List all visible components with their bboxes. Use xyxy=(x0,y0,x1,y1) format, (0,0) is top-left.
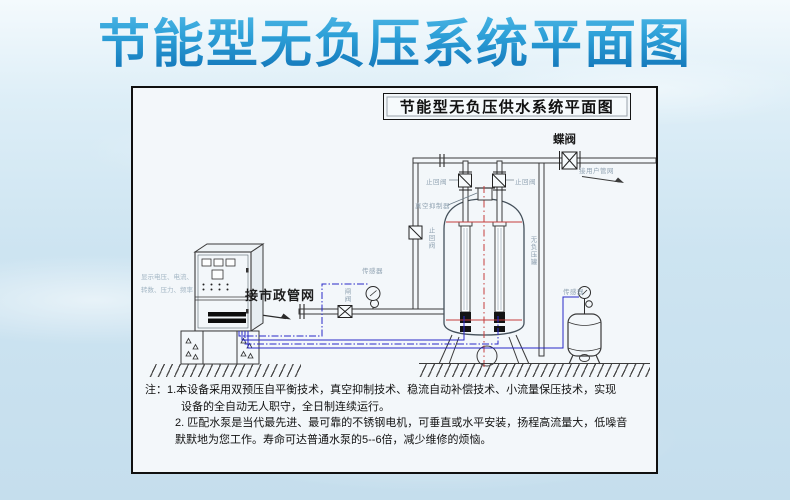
tank-skirt xyxy=(438,334,530,365)
pressure-tank-sensor-label: 传感器 xyxy=(563,289,584,296)
cabinet-vent-bar-2 xyxy=(208,318,246,323)
check-valve-right-label: 止回阀 xyxy=(515,179,536,186)
wire-inlet-gauge xyxy=(238,283,368,337)
diagram-panel: 节能型无负压供水系统平面图 蝶阀 接用户管网 止回阀 止回阀 止回阀 真空抑制器… xyxy=(131,86,658,474)
ground-hatch-right xyxy=(419,363,650,377)
note-line: 注：1.本设备采用双预压自平衡技术，真空抑制技术、稳流自动补偿技术、小流量保压技… xyxy=(145,384,617,396)
butterfly-valve-label: 蝶阀 xyxy=(553,134,576,146)
municipal-inlet-label: 接市政管网 xyxy=(245,288,316,303)
page-title: 节能型无负压系统平面图 xyxy=(98,2,692,77)
check-valve-left-icon xyxy=(458,171,472,191)
vacuum-suppressor-label: 真空抑制器 xyxy=(415,203,450,210)
check-valve-left-label: 止回阀 xyxy=(426,179,447,186)
notes-block: 注：1.本设备采用双预压自平衡技术，真空抑制技术、稳流自动补偿技术、小流量保压技… xyxy=(145,382,649,448)
wire-pump-1 xyxy=(241,316,465,341)
control-wiring xyxy=(238,283,579,349)
to-user-network-label: 接用户管网 xyxy=(579,168,614,175)
tank-nozzle xyxy=(475,187,495,201)
cabinet-handle-bottom xyxy=(246,309,249,314)
inlet-pressure-gauge-icon xyxy=(365,286,381,309)
cabinet-display-note: 显示电压、电流、 转数、压力、频率 xyxy=(141,271,203,297)
tank-side-label: 无负压罐 xyxy=(529,236,536,266)
inlet-sensor-label: 传感器 xyxy=(362,268,383,275)
riser-check-valve-icon xyxy=(408,225,423,240)
inlet-valve-icon xyxy=(337,305,353,318)
butterfly-valve-icon xyxy=(559,151,581,170)
cabinet-vent-bar-1 xyxy=(208,312,246,317)
riser-check-valve-label: 止回阀 xyxy=(427,227,434,250)
cabinet-handle-top xyxy=(246,268,249,273)
cabinet-display-line1: 显示电压、电流、 xyxy=(141,274,193,281)
cabinet-buttons xyxy=(202,283,229,291)
inlet-valve-label: 闸阀 xyxy=(343,288,350,303)
pressure-tank-gauge-icon xyxy=(578,286,593,314)
wire-pump-2 xyxy=(244,316,499,345)
pressure-tank xyxy=(567,313,602,365)
note-line: 默默地为您工作。寿命可达普通水泵的5--6倍，减少维修的烦恼。 xyxy=(175,433,492,446)
note-line: 设备的全自动无人职守，全日制连续运行。 xyxy=(181,400,390,413)
diagram-title-box: 节能型无负压供水系统平面图 xyxy=(383,93,631,120)
vacuum-leader-line xyxy=(447,192,478,206)
system-diagram xyxy=(180,151,656,370)
cabinet-indicator-windows xyxy=(201,258,236,280)
cabinet-display-line2: 转数、压力、频率 xyxy=(141,287,193,294)
note-line: 2. 匹配水泵是当代最先进、最可靠的不锈钢电机，可垂直或水平安装，扬程高流量大，… xyxy=(175,417,628,429)
wire-pressure-tank xyxy=(247,296,579,349)
ground-hatch-left xyxy=(149,364,301,377)
pipe-riser-right xyxy=(538,157,545,357)
check-valve-right-icon xyxy=(492,171,506,191)
inlet-flange-icon xyxy=(299,304,305,319)
header-flange-icon xyxy=(439,154,445,167)
pipe-header xyxy=(412,157,656,164)
submersible-pump-1 xyxy=(458,221,473,332)
to-user-arrow xyxy=(581,176,624,183)
submersible-pump-2 xyxy=(492,221,507,332)
